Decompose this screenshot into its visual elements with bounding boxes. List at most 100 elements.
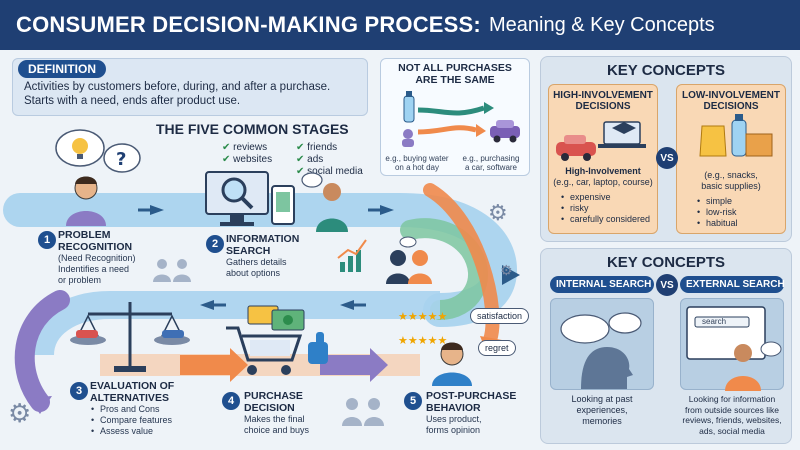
low-head-2: DECISIONS [703, 101, 759, 112]
low-involvement-illustration [699, 114, 773, 157]
source-friends: friends [296, 142, 363, 154]
stage5-person [432, 342, 472, 386]
external-desc-2: from outside sources like [684, 404, 779, 415]
stage2-text: INFORMATION SEARCH Gathers details about… [226, 233, 336, 279]
stage3-number: 3 [70, 382, 88, 400]
stage1-text: PROBLEM RECOGNITION (Need Recognition) I… [58, 229, 178, 286]
question-bubble-icon: ? [103, 143, 141, 173]
high-involvement-illustration [556, 121, 646, 161]
stage3-bullet-2: Compare features [90, 415, 210, 426]
key-concepts-title-1: KEY CONCEPTS [606, 62, 726, 79]
gear-icon-2: ⚙ [488, 200, 508, 225]
box-icon [745, 133, 773, 157]
stage1-number: 1 [38, 231, 56, 249]
low-involvement-list: simple low-risk habitual [696, 196, 782, 229]
stage3-text: EVALUATION OF ALTERNATIVES Pros and Cons… [90, 380, 210, 437]
stage1-desc-1: (Need Recognition) [58, 253, 136, 263]
stages-flow-path [3, 183, 520, 414]
stage2-name-1: INFORMATION [226, 233, 300, 245]
page-title: CONSUMER DECISION-MAKING PROCESS: [16, 12, 481, 37]
people-group-decor [342, 398, 384, 426]
stage2-desc-1: Gathers details [226, 257, 287, 267]
nap-title-line-2: ARE THE SAME [415, 74, 495, 86]
low-head-1: LOW-INVOLVEMENT [682, 90, 780, 101]
high-involvement-example: (e.g., car, laptop, course) [553, 177, 653, 187]
low-item-simple: simple [696, 196, 782, 207]
high-involvement-heading: HIGH-INVOLVEMENT DECISIONS [548, 90, 658, 112]
trend-chart-icon [337, 239, 367, 272]
car-icon [490, 120, 520, 143]
internal-desc-3: memories [582, 416, 622, 426]
people-icon-2 [153, 259, 191, 282]
external-search-image [680, 298, 784, 391]
stage5-name-1: POST-PURCHASE [426, 390, 517, 402]
snack-bag-icon [699, 125, 727, 157]
svg-text:?: ? [116, 149, 126, 170]
satisfaction-bubble: satisfaction [470, 308, 530, 324]
thumbs-up-icon [308, 332, 328, 364]
cloud-icon [560, 312, 642, 344]
high-item-expensive: expensive [560, 192, 656, 203]
high-involvement-label-group: High-Involvement (e.g., car, laptop, cou… [552, 166, 654, 188]
nap-title-line-1: NOT ALL PURCHASES [398, 62, 512, 74]
car-icon-red [556, 135, 596, 161]
info-sources-left: reviews websites [222, 142, 272, 166]
stage3-illustration [70, 302, 190, 372]
internal-search-heading: INTERNAL SEARCH [550, 276, 654, 293]
definition-text: Activities by customers before, during, … [24, 80, 364, 108]
high-involvement-label: High-Involvement [565, 166, 641, 176]
stage3-bullets: Pros and Cons Compare features Assess va… [90, 404, 210, 437]
stage5-name-2: BEHAVIOR [426, 402, 481, 414]
bottle-icon [731, 114, 747, 157]
internal-desc-1: Looking at past [571, 394, 633, 404]
magnifier-icon [221, 177, 254, 210]
stage1-desc-3: or problem [58, 275, 102, 285]
cash-icon [271, 309, 305, 331]
stage2-name-2: SEARCH [226, 245, 271, 257]
browser-window-icon [686, 306, 766, 360]
stage2-illustration [205, 171, 348, 232]
thought-cloud-icon [55, 129, 105, 167]
nap-caption-right-2: a car, software [464, 163, 518, 172]
page-header: CONSUMER DECISION-MAKING PROCESS: Meanin… [0, 0, 800, 50]
star-rating-icon-2: ★★★★★ [398, 335, 448, 347]
external-search-desc: Looking for information from outside sou… [674, 394, 790, 436]
stage4-text: PURCHASE DECISION Makes the final choice… [244, 390, 354, 436]
stage1-name-2: RECOGNITION [58, 241, 133, 253]
key-concepts-title-2: KEY CONCEPTS [606, 254, 726, 271]
head-thought-illustration [560, 312, 642, 389]
regret-bubble: regret [478, 340, 516, 356]
vs-badge-2: VS [656, 274, 678, 296]
stage4-desc-2: choice and buys [244, 425, 310, 435]
internal-desc-2: experiences, [576, 405, 628, 415]
stage1-name-1: PROBLEM [58, 229, 111, 241]
stage3-name-2: ALTERNATIVES [90, 392, 169, 404]
search-box-text: search [702, 317, 727, 326]
stage4-illustration [226, 305, 328, 375]
definition-label: DEFINITION [18, 60, 106, 78]
nap-caption-right: e.g., purchasing a car, software [456, 154, 526, 172]
laptop-search-illustration [686, 306, 782, 391]
car-blue-icon [162, 330, 184, 338]
vs-badge-1: VS [656, 147, 678, 169]
low-item-habitual: habitual [696, 218, 782, 229]
definition-line-1: Activities by customers before, during, … [24, 81, 331, 93]
purchase-comparison-illustration [402, 91, 520, 147]
high-head-1: HIGH-INVOLVEMENT [553, 90, 653, 101]
stage5-number: 5 [404, 392, 422, 410]
high-involvement-list: expensive risky carefully considered [560, 192, 656, 225]
person-icon [725, 344, 761, 391]
car-red-icon [76, 330, 98, 338]
low-example-2: basic supplies) [701, 181, 761, 191]
low-example-1: (e.g., snacks, [704, 170, 758, 180]
stage1-desc-2: Indentifies a need [58, 264, 130, 274]
high-head-2: DECISIONS [575, 101, 631, 112]
stage3-bullet-3: Assess value [90, 426, 210, 437]
gear-icon: ⚙ [8, 398, 32, 428]
stages-heading: THE FIVE COMMON STAGES [156, 121, 349, 137]
stage4-name-1: PURCHASE [244, 390, 303, 402]
nap-caption-left-2: on a hot day [394, 163, 440, 172]
shopping-cart-icon [226, 326, 303, 375]
stage5-desc-2: forms opinion [426, 425, 481, 435]
source-reviews: reviews [222, 142, 272, 154]
